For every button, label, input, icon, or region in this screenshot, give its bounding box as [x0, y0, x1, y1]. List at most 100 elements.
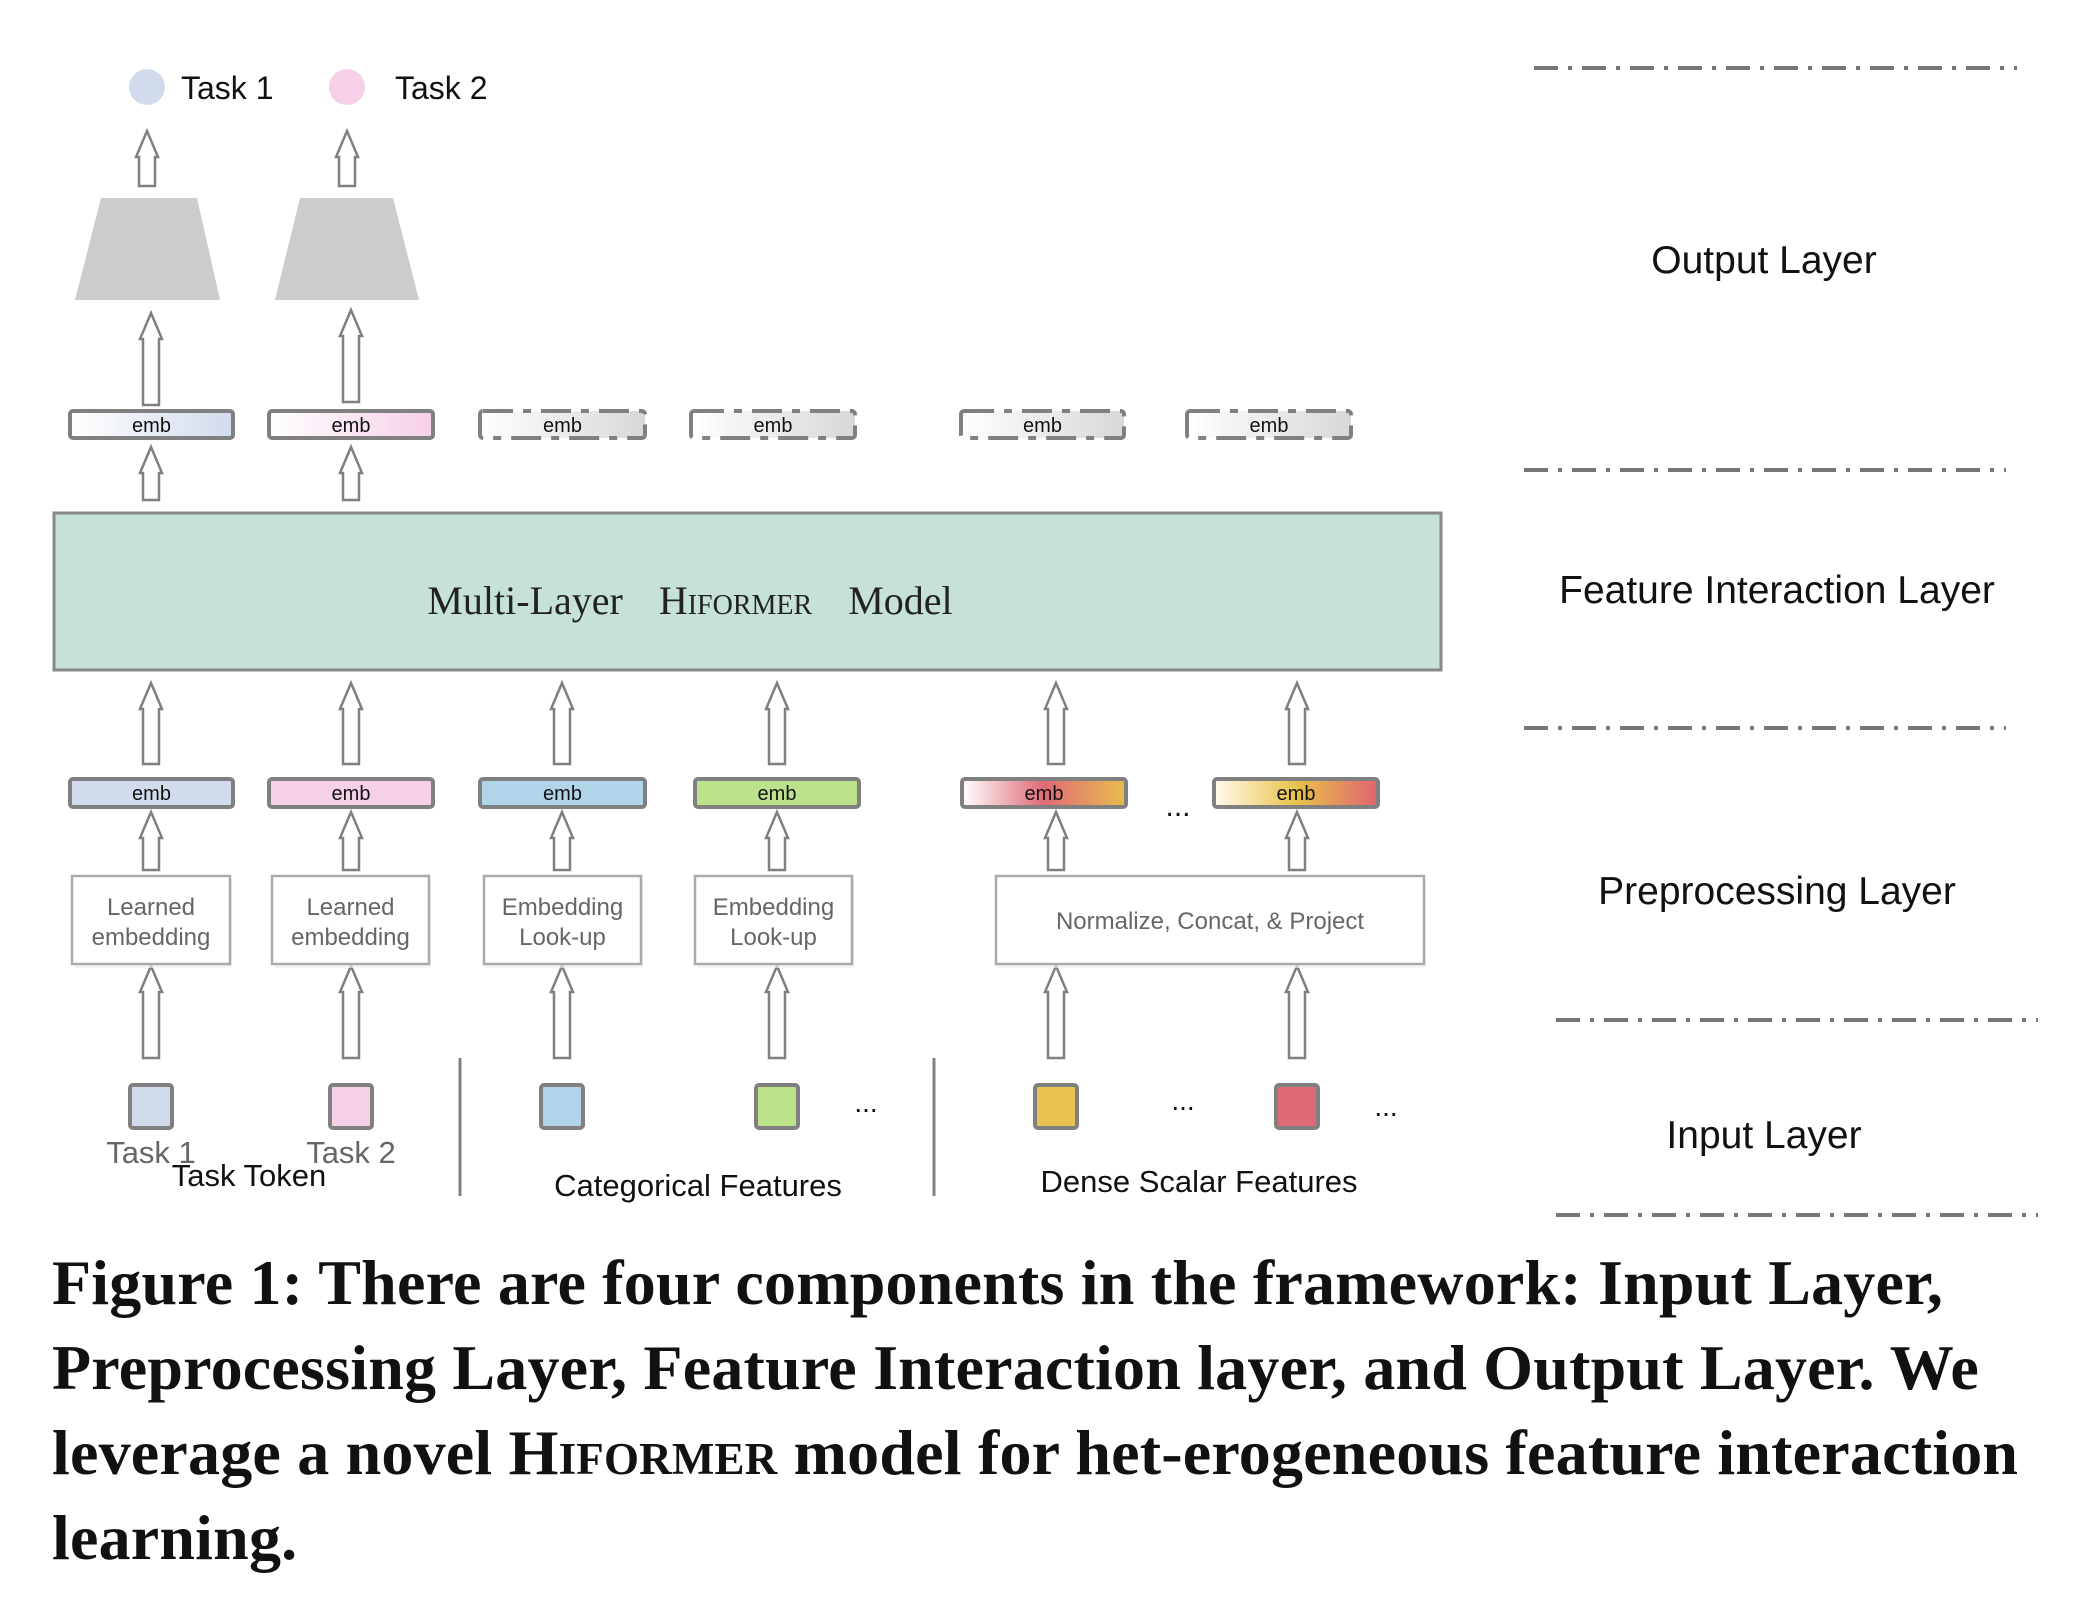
- preprocess-box-label: Embedding: [502, 894, 623, 921]
- hiformer-framework-diagram: Task 1 Task 2 emb emb emb emb emb emb Multi-L…: [52, 66, 2038, 1217]
- preprocess-output-arrow-icon: [338, 808, 364, 872]
- input-feature: Task 1: [106, 1083, 196, 1170]
- embedding-label: emb: [332, 783, 371, 805]
- task-1-output-arrow-icon: [134, 127, 160, 188]
- layer-label-output: Output Layer: [1651, 239, 1876, 282]
- caption-text-1: Figure 1: There are four components in t…: [52, 1247, 1980, 1488]
- input-token-square: [539, 1083, 585, 1130]
- input-arrow-icon: [1043, 962, 1069, 1060]
- input-arrow-icon: [338, 962, 364, 1060]
- embedding-box: [267, 777, 435, 809]
- embedding-label: emb: [1250, 415, 1289, 437]
- legend: Task 1 Task 2: [129, 69, 487, 106]
- preprocess-box-label: Learned: [306, 894, 394, 921]
- input-token-label: Task 1: [106, 1135, 196, 1170]
- model-label: Multi-Layer Hiformer Model: [427, 578, 952, 623]
- preprocessed-embeddings: emb emb emb emb emb emb: [68, 777, 1380, 809]
- task-2-legend-dot: [329, 69, 365, 105]
- preprocessed-embedding: emb: [478, 777, 647, 809]
- task-1-head-input-arrow-icon: [138, 309, 164, 407]
- preprocess-box-label: Embedding: [713, 894, 834, 921]
- model-input-arrow-icon: [549, 679, 575, 766]
- caption-model-name: Hiformer: [508, 1417, 778, 1488]
- group-label-categorical: Categorical Features: [554, 1168, 842, 1203]
- embedding-label: emb: [332, 415, 371, 437]
- embedding-label: emb: [754, 415, 793, 437]
- preprocessed-embedding: emb: [960, 777, 1128, 809]
- task-2-model-output-arrow-icon: [338, 443, 364, 502]
- preprocess-output-arrow-icon: [1284, 808, 1310, 872]
- preprocess-box-label: Normalize, Concat, & Project: [1056, 908, 1364, 935]
- layer-label-input: Input Layer: [1666, 1114, 1861, 1157]
- embedding-box: [1185, 409, 1353, 440]
- hiformer-model: Multi-Layer Hiformer Model: [52, 511, 1443, 672]
- model-input-arrow-icon: [764, 679, 790, 766]
- model-input-arrow-icon: [1284, 679, 1310, 766]
- embedding-box: [960, 777, 1128, 809]
- preprocessed-embedding: emb: [1212, 777, 1380, 809]
- input-token-square: [1033, 1083, 1079, 1130]
- output-heads: [75, 198, 419, 300]
- preprocess-box-label: embedding: [291, 924, 410, 951]
- layer-separators: [1524, 66, 2038, 1217]
- task-2-legend-label: Task 2: [395, 70, 487, 106]
- input-token-square: [1274, 1083, 1320, 1130]
- model-input-arrow-icon: [338, 679, 364, 766]
- input-token-square: [128, 1083, 174, 1130]
- embedding-label: emb: [1277, 783, 1316, 805]
- interaction-embedding: emb: [68, 409, 235, 440]
- dense-ellipsis-end: ...: [1374, 1091, 1397, 1122]
- embedding-box: [478, 409, 647, 440]
- embedding-label: emb: [1025, 783, 1064, 805]
- task-1-legend-dot: [129, 69, 165, 105]
- dense-ellipsis-middle: ...: [1171, 1085, 1194, 1116]
- preprocess-box-frame: [693, 874, 854, 966]
- embedding-label: emb: [1023, 415, 1062, 437]
- preprocessed-embedding: emb: [693, 777, 861, 809]
- embedding-box: [478, 777, 647, 809]
- input-token-square: [754, 1083, 800, 1130]
- embedding-label: emb: [132, 783, 171, 805]
- embedding-box: [68, 777, 235, 809]
- task-2-output-arrow-icon: [334, 127, 360, 188]
- embedding-box: [1212, 777, 1380, 809]
- interaction-output-embeddings: emb emb emb emb emb emb: [68, 409, 1353, 440]
- preprocess-box-frame: [270, 874, 431, 966]
- embedding-box: [68, 409, 235, 440]
- input-arrow-icon: [549, 962, 575, 1060]
- preprocess-output-arrow-icon: [764, 808, 790, 872]
- task-1-output-head: [75, 198, 220, 300]
- preprocess-box-frame: [482, 874, 643, 966]
- layer-label-feature-interaction: Feature Interaction Layer: [1559, 569, 1995, 612]
- caption-text-2: model for het-erogeneous feature interac…: [52, 1417, 2019, 1573]
- embedding-box: [959, 409, 1126, 440]
- preprocess-box-frame: [994, 874, 1426, 966]
- task-2-head-input-arrow-icon: [338, 306, 364, 404]
- embedding-label: emb: [758, 783, 797, 805]
- preprocessed-embedding: emb: [267, 777, 435, 809]
- input-arrow-icon: [138, 962, 164, 1060]
- input-feature: [754, 1083, 800, 1130]
- embedding-label: emb: [543, 415, 582, 437]
- arrows: [134, 127, 1310, 1060]
- preprocess-box: Learned embedding: [270, 874, 431, 968]
- preprocess-box: Normalize, Concat, & Project: [994, 874, 1426, 968]
- preprocess-boxes: LearnedembeddingLearnedembeddingEmbeddin…: [70, 874, 1426, 968]
- input-features: Task 1 Task 2: [106, 1083, 1320, 1170]
- input-feature: [1274, 1083, 1320, 1130]
- input-feature: Task 2: [306, 1083, 396, 1170]
- embedding-box: [267, 409, 435, 440]
- preprocess-ellipsis: ...: [1165, 790, 1190, 823]
- task-1-legend-label: Task 1: [181, 70, 273, 106]
- interaction-embedding: emb: [689, 409, 857, 440]
- layer-label-preprocessing: Preprocessing Layer: [1598, 870, 1956, 913]
- input-arrow-icon: [1284, 962, 1310, 1060]
- group-label-dense: Dense Scalar Features: [1040, 1164, 1357, 1199]
- preprocess-box-label: Learned: [107, 894, 195, 921]
- input-token-label: Task 2: [306, 1135, 396, 1170]
- model-label-prefix: Multi-Layer: [427, 578, 623, 623]
- preprocess-box-frame: [70, 874, 232, 966]
